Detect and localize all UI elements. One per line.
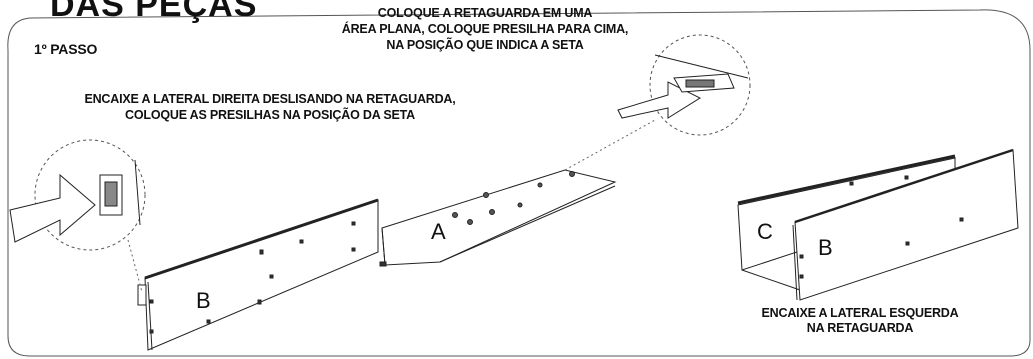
instruction-left-line: ENCAIXE A LATERAL DIREITA DESLISANDO NA … [84,92,456,106]
zoom-detail-left [9,139,146,293]
arrow-left-icon [617,81,702,119]
instruction-top-line: COLOQUE A RETAGUARDA EM UMA [377,6,593,20]
section-heading: DAS PEÇAS [50,0,258,24]
part-label-b-right: B [818,235,833,260]
instruction-left-line: COLOQUE AS PRESILHAS NA POSIÇÃO DA SETA [125,108,415,122]
part-label-c: C [757,219,773,244]
part-label-a: A [431,219,446,244]
instruction-top-line: ÁREA PLANA, COLOQUE PRESILHA PARA CIMA, [341,22,629,36]
instruction-top-line: NA POSIÇÃO QUE INDICA A SETA [386,38,584,52]
diagram-border [7,9,1031,357]
instruction-right: ENCAIXE A LATERAL ESQUERDA NA RETAGUARDA [720,306,1000,336]
instruction-left: ENCAIXE A LATERAL DIREITA DESLISANDO NA … [40,91,500,123]
part-label-b-left: B [196,288,211,313]
panel-b-left [137,198,379,351]
instruction-right-line: NA RETAGUARDA [806,321,914,335]
arrow-right-icon [9,173,96,243]
zoom-detail-right [564,34,751,171]
instruction-right-line: ENCAIXE A LATERAL ESQUERDA [761,306,959,320]
instruction-top: COLOQUE A RETAGUARDA EM UMA ÁREA PLANA, … [285,5,685,53]
panel-a [379,169,617,267]
step-label: 1º PASSO [34,41,98,57]
panel-b-right [792,148,1019,301]
